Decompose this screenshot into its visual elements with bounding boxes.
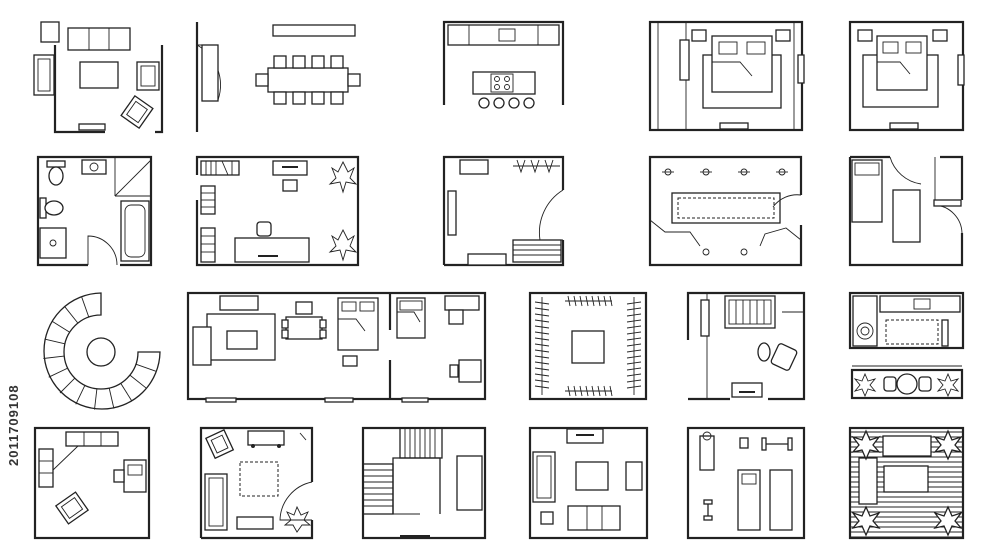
hanger (534, 361, 550, 365)
hanger (626, 349, 642, 353)
hanger (585, 295, 589, 307)
hanger (626, 337, 642, 341)
living-room-plan (33, 21, 164, 134)
apartment-plan (186, 291, 487, 403)
hanger (626, 325, 642, 329)
walk-in-closet-plan (528, 291, 648, 401)
hanger (626, 343, 642, 347)
home-gym-plan (686, 426, 806, 540)
bedroom-plan (848, 20, 965, 132)
hanger (579, 295, 583, 307)
hanger (585, 385, 589, 397)
stairwell-plan (361, 426, 487, 540)
stair-tread (48, 367, 68, 378)
lighted-hall-plan (648, 155, 803, 267)
stair-tread (81, 297, 90, 318)
hanger (609, 385, 613, 397)
hanger (597, 385, 601, 397)
hanger (534, 331, 550, 335)
stair-tread (51, 320, 70, 333)
hanger (626, 313, 642, 317)
hanger (626, 361, 642, 365)
hanger (567, 385, 571, 397)
hanger (534, 325, 550, 329)
hanger (591, 295, 595, 307)
terrace-plan (848, 426, 965, 540)
hanger (534, 379, 550, 383)
stair-tread (135, 363, 156, 372)
hanger (579, 385, 583, 397)
family-room-plan (528, 426, 649, 540)
spiral-staircase-plan (43, 292, 161, 410)
hanger (534, 349, 550, 353)
hanger (573, 385, 577, 397)
hanger (534, 313, 550, 317)
hanger (573, 295, 577, 307)
hanger (597, 295, 601, 307)
stair-tread (59, 377, 76, 394)
hanger (609, 295, 613, 307)
hanger (591, 385, 595, 397)
stair-tread (64, 306, 79, 324)
hanger (567, 295, 571, 307)
hanger (534, 343, 550, 347)
hanger (626, 301, 642, 305)
hanger (626, 319, 642, 323)
hallway-storage-plan (442, 155, 565, 267)
hanger (626, 379, 642, 383)
stair-tread (75, 385, 86, 405)
bathroom-plan (36, 155, 153, 267)
stair-tread (94, 388, 98, 410)
hanger (626, 355, 642, 359)
stair-tread (129, 374, 147, 389)
hanger (626, 367, 642, 371)
home-office-plan (195, 155, 360, 267)
stair-tread (120, 383, 133, 402)
hanger (626, 373, 642, 377)
hanger (603, 295, 607, 307)
small-bedroom-plan (848, 155, 964, 267)
stair-tread (44, 338, 66, 345)
kitchen-island-plan (442, 20, 565, 109)
nursery-plan (686, 291, 806, 401)
hanger (534, 355, 550, 359)
hanger (534, 307, 550, 311)
bedroom-wardrobe-plan (648, 20, 805, 132)
hanger (626, 307, 642, 311)
hanger (534, 373, 550, 377)
hanger (626, 331, 642, 335)
hanger (534, 337, 550, 341)
hanger (626, 385, 642, 389)
hanger (534, 301, 550, 305)
hanger (534, 385, 550, 389)
stair-tread (108, 387, 115, 409)
study-room-plan (33, 426, 151, 540)
hanger (603, 385, 607, 397)
dining-room-plan (195, 22, 361, 132)
hanger (534, 367, 550, 371)
lounge-corner-plan (199, 426, 314, 540)
stair-tread (43, 355, 65, 359)
laundry-balcony-plan (848, 291, 965, 400)
hanger (534, 319, 550, 323)
